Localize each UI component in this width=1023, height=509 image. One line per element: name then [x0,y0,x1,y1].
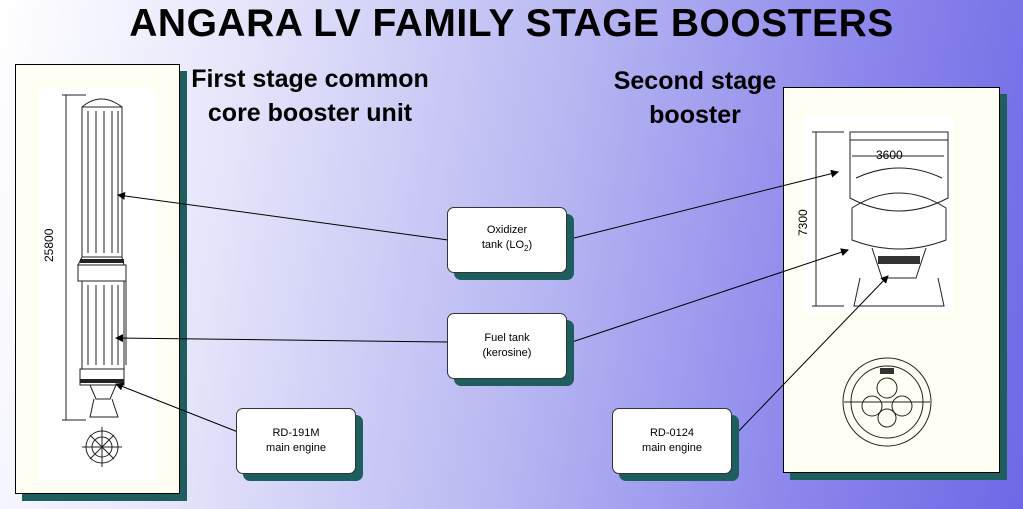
rd191-leader [115,382,239,433]
fuel-leader-first-stage [115,334,449,343]
oxidizer-leader-second-stage [565,169,839,241]
fuel-callout-line2: (kerosine) [482,347,532,359]
first-stage-heading-line1: First stage common [191,65,429,93]
second-stage-heading: Second stage booster [585,64,805,132]
oxidizer-leader-first-stage [117,191,449,241]
first-stage-drawing [62,94,127,467]
first-stage-heading-line2: core booster unit [207,99,413,127]
oxidizer-callout-line2: tank (LO2) [481,239,533,254]
rd191m-callout-line2: main engine [266,442,326,454]
second-stage-diameter-dimension: 3600 [876,148,903,162]
oxidizer-callout-line1: Oxidizer [486,224,528,237]
fuel-callout-line1: Fuel tank [484,332,530,344]
rd0124-callout-line2: main engine [642,442,702,454]
second-stage-heading-line1: Second stage [613,67,777,95]
first-stage-panel [15,64,180,494]
oxidizer-tank-callout: Oxidizer tank (LO2) [447,207,567,273]
second-stage-drawing [812,131,949,447]
rd191m-callout-line1: RD-191M [272,427,320,439]
first-stage-heading: First stage common core booster unit [180,62,440,130]
rd0124-engine-callout: RD-0124 main engine [612,408,732,474]
page-title: ANGARA LV FAMILY STAGE BOOSTERS [129,2,894,45]
second-stage-heading-line2: booster [649,101,741,129]
fuel-leader-second-stage [565,248,849,345]
fuel-tank-callout: Fuel tank (kerosine) [447,313,567,379]
second-stage-panel [783,87,1000,473]
rd0124-callout-line1: RD-0124 [649,427,695,439]
rd0124-leader [731,275,889,439]
rd191m-engine-callout: RD-191M main engine [236,408,356,474]
